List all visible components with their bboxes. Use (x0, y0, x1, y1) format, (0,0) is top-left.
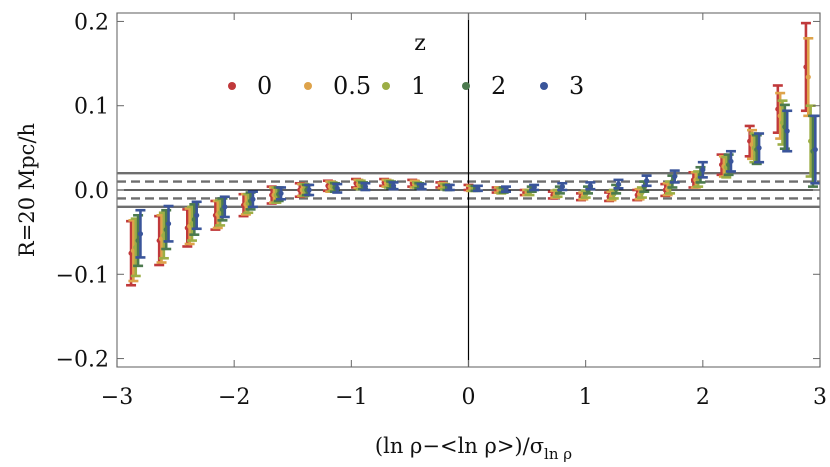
x-tick-label: 1 (579, 385, 593, 410)
legend-item: 2 (462, 72, 506, 100)
data-point (531, 184, 537, 191)
data-point (165, 221, 172, 227)
legend-title: z (414, 31, 426, 56)
legend-item: 3 (540, 72, 584, 100)
legend-item: 0 (228, 72, 272, 100)
data-point (728, 158, 734, 164)
axis-ticks (116, 13, 821, 367)
y-tick-label: 0.0 (74, 179, 109, 204)
data-point (672, 173, 678, 180)
legend-item: 1 (382, 72, 426, 100)
y-tick-label: −0.2 (56, 348, 109, 373)
x-tick-label: −3 (101, 385, 133, 410)
data-point (222, 204, 228, 210)
data-point (700, 167, 706, 173)
series-layer (126, 21, 821, 287)
x-axis-label-main: (ln ρ−<ln ρ>)/σ (375, 434, 544, 458)
data-point (587, 183, 593, 189)
data-point (812, 146, 818, 153)
y-axis-label: R=20 Mpc/h (15, 123, 39, 257)
series-3 (135, 109, 821, 259)
data-point (278, 190, 284, 196)
legend-label: 0.5 (333, 72, 371, 100)
legend: z 0 0.5 1 2 3 (228, 31, 584, 100)
x-tick-label: −2 (218, 385, 250, 410)
data-point (419, 184, 425, 190)
data-point (194, 212, 200, 218)
data-point (756, 145, 762, 151)
legend-label: 0 (257, 72, 272, 100)
data-point (306, 187, 312, 193)
data-point (447, 184, 453, 191)
y-tick-label: 0.1 (74, 95, 109, 120)
legend-label: 3 (569, 72, 584, 100)
data-point (784, 128, 790, 134)
data-point (559, 184, 565, 190)
legend-label: 1 (411, 72, 426, 100)
x-axis-label: (ln ρ−<ln ρ>)/σln ρ (375, 434, 572, 463)
data-point (362, 184, 368, 190)
series-0.5 (128, 36, 814, 283)
legend-marker (228, 82, 236, 90)
legend-marker (540, 82, 548, 90)
legend-marker (462, 82, 470, 90)
data-point (250, 196, 256, 202)
legend-label: 2 (491, 72, 506, 100)
data-point (643, 178, 650, 184)
data-point (334, 185, 340, 191)
x-tick-label: 2 (696, 385, 710, 410)
x-axis-label-subscript: ln ρ (544, 445, 572, 463)
x-tick-label: −1 (335, 385, 367, 410)
x-tick-label: 3 (813, 385, 827, 410)
y-tick-label: 0.2 (74, 10, 109, 35)
data-point (390, 183, 397, 189)
legend-marker (304, 82, 312, 90)
tick-labels: −3 −2 −1 0 1 2 3 −0.2 −0.1 0.0 0.1 0.2 (56, 10, 827, 410)
x-tick-label: 0 (462, 385, 476, 410)
legend-marker (382, 82, 390, 90)
y-tick-label: −0.1 (56, 263, 109, 288)
data-point (615, 181, 622, 187)
data-point (475, 185, 481, 191)
legend-item: 0.5 (304, 72, 371, 100)
data-point (805, 74, 811, 80)
data-point (503, 186, 509, 192)
data-point (137, 231, 144, 237)
